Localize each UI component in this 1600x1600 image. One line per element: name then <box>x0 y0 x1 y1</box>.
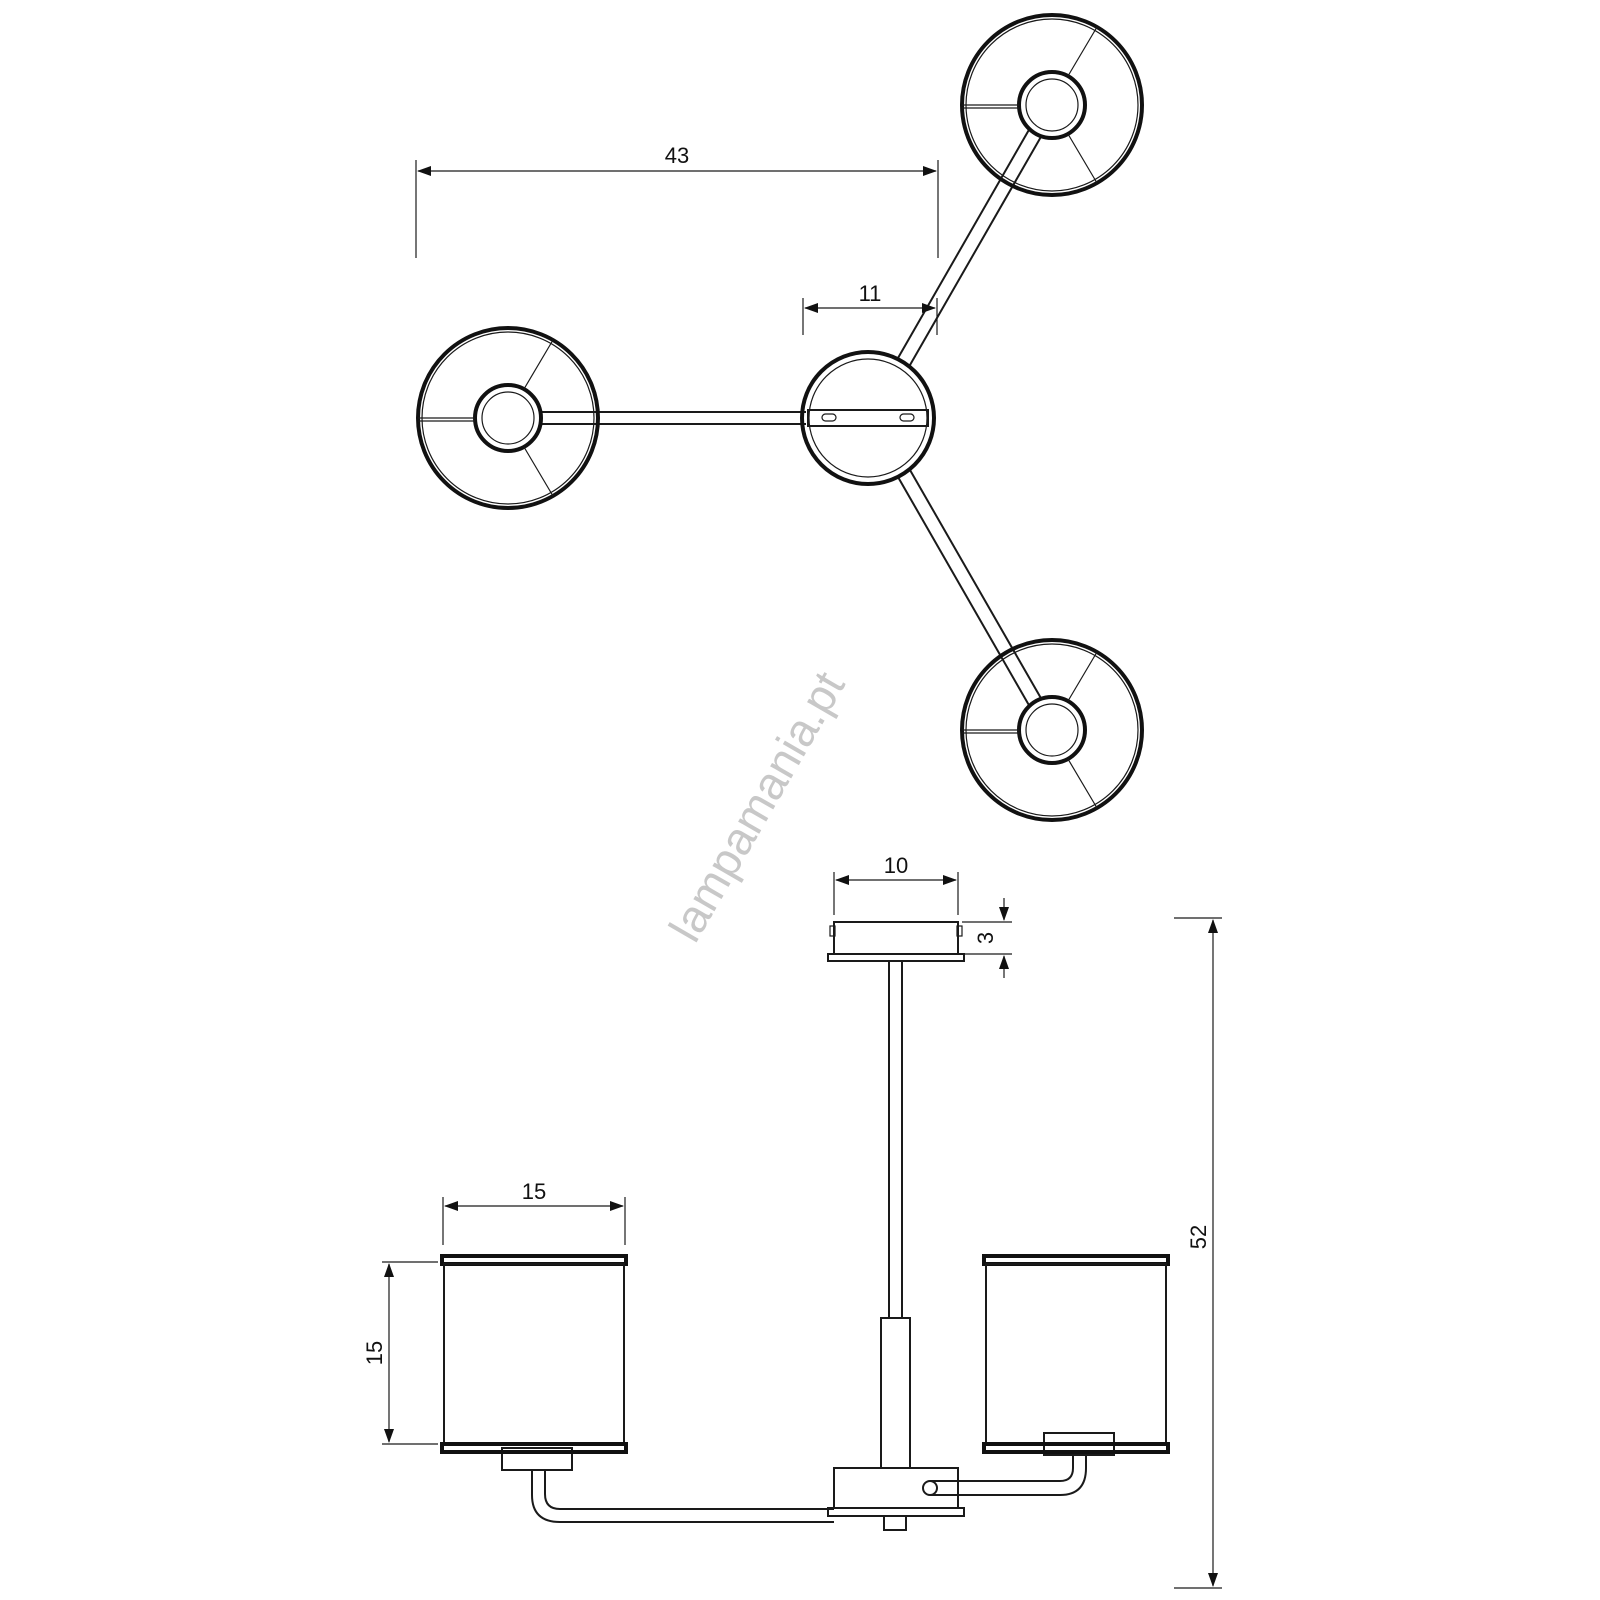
side-shade-left <box>440 1254 628 1454</box>
dim-shade-height-label: 15 <box>362 1341 387 1365</box>
dim-canopy-width-label: 10 <box>884 853 908 878</box>
top-arms <box>540 127 1043 708</box>
dim-total-width: 43 <box>415 143 939 258</box>
side-shade-right <box>982 1254 1170 1454</box>
side-view: 10 3 52 15 15 <box>362 853 1222 1589</box>
dim-canopy-height: 3 <box>962 898 1012 978</box>
dim-canopy-height-label: 3 <box>973 932 998 944</box>
dim-canopy-width: 10 <box>833 853 959 915</box>
dim-shade-width-label: 15 <box>522 1179 546 1204</box>
top-view: 43 11 <box>415 13 1144 822</box>
dim-arm: 11 <box>802 281 938 335</box>
top-center-canopy <box>800 350 936 486</box>
top-shade-upper-right <box>960 13 1144 197</box>
dim-arm-label: 11 <box>859 281 882 306</box>
side-hub <box>827 1467 965 1531</box>
side-arm-left <box>501 1447 834 1523</box>
dim-total-height: 52 <box>1174 917 1222 1589</box>
dim-shade-width: 15 <box>442 1179 626 1245</box>
dim-shade-height: 15 <box>362 1261 438 1445</box>
side-canopy <box>827 921 965 962</box>
dim-total-height-label: 52 <box>1186 1225 1211 1249</box>
top-shade-left <box>416 326 600 510</box>
watermark: lampamania.pt <box>659 663 855 950</box>
side-rod <box>880 961 911 1469</box>
top-shade-lower-right <box>960 638 1144 822</box>
dim-total-width-label: 43 <box>665 143 689 168</box>
